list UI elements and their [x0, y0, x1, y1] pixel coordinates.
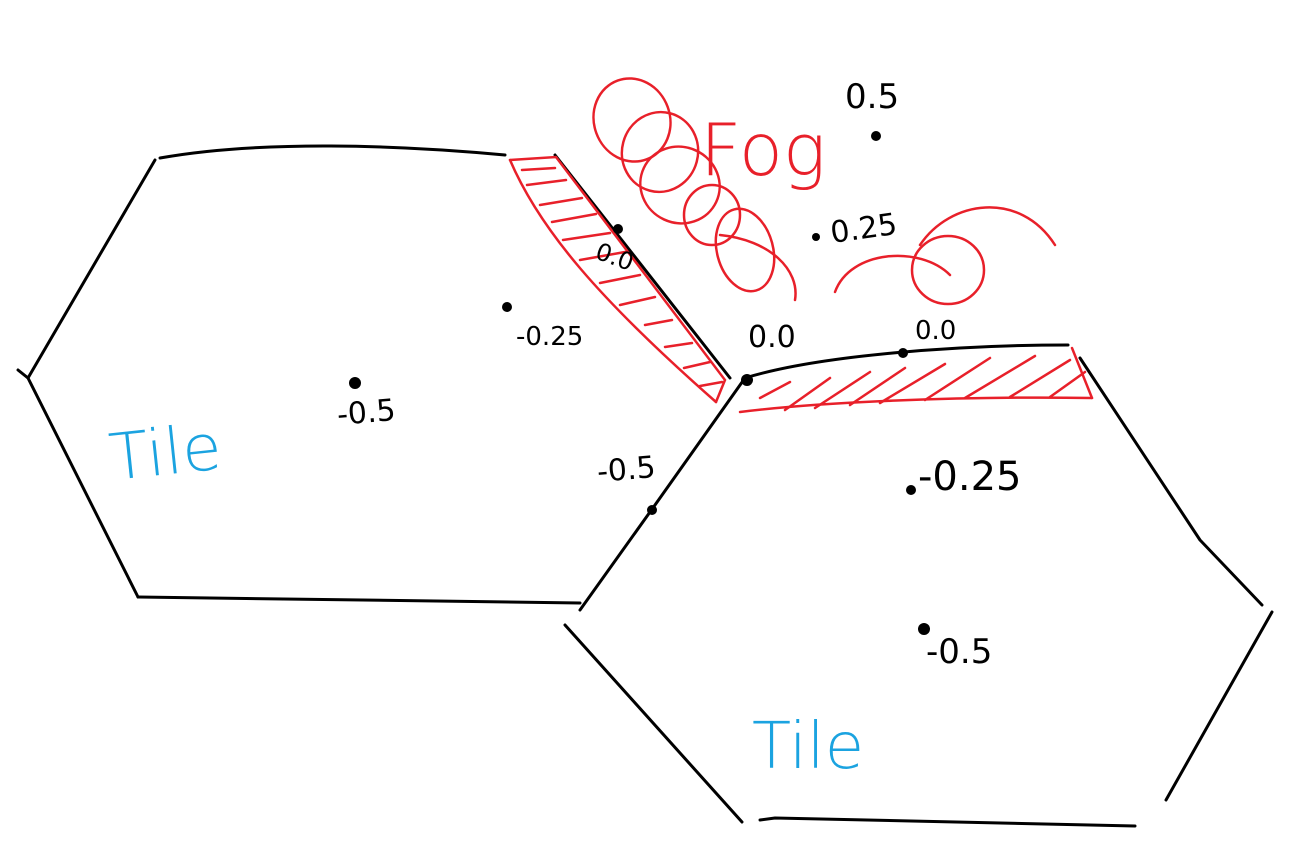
point-left-inner — [502, 302, 512, 312]
point-left-center — [349, 377, 361, 389]
value-edge-right-top: 0.0 — [915, 316, 956, 346]
tile-label-left: Tile — [106, 411, 225, 496]
value-left-inner: -0.25 — [516, 322, 583, 352]
right-fog-hatch — [738, 346, 1094, 414]
point-right-inner — [906, 485, 916, 495]
point-fog-mid — [812, 233, 820, 241]
value-left-center: -0.5 — [336, 393, 397, 433]
value-vertex: 0.0 — [748, 320, 796, 355]
value-fog-mid: 0.25 — [828, 207, 899, 251]
value-right-center: -0.5 — [926, 632, 992, 672]
point-right-center — [918, 623, 930, 635]
point-edge-lower — [647, 505, 657, 515]
value-right-inner: -0.25 — [918, 454, 1022, 500]
right-tile-outline — [563, 343, 1274, 828]
point-fog-top — [871, 131, 881, 141]
value-edge-left-top: 0.0 — [592, 237, 637, 276]
point-edge-right-top — [898, 348, 908, 358]
tile-label-right: Tile — [752, 710, 864, 784]
left-tile-outline — [16, 144, 747, 612]
sample-points — [349, 131, 930, 635]
point-edge-left-top — [613, 224, 623, 234]
fog-label: Fog — [700, 108, 826, 192]
value-fog-top: 0.5 — [845, 77, 899, 117]
value-edge-lower: -0.5 — [596, 450, 657, 490]
fog-scribbles — [592, 77, 1057, 306]
left-fog-hatch — [508, 155, 727, 404]
point-vertex — [741, 374, 753, 386]
